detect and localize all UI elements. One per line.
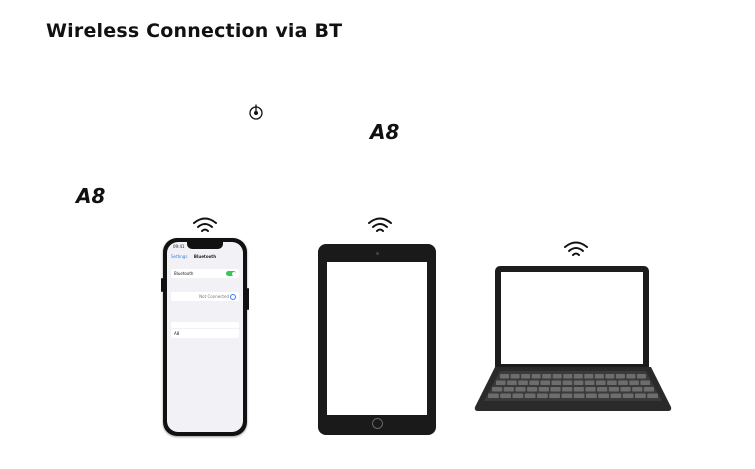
laptop-lid — [495, 266, 649, 370]
tablet — [318, 244, 436, 435]
laptop-key — [515, 387, 525, 392]
laptop-key — [637, 374, 646, 379]
laptop-key — [623, 394, 634, 399]
laptop-key — [632, 387, 642, 392]
laptop-key — [596, 381, 606, 386]
blank-row — [171, 322, 239, 328]
laptop-key — [563, 374, 572, 379]
my-device-row[interactable]: Not Connected — [171, 292, 239, 301]
laptop-key — [586, 394, 597, 399]
bluetooth-toggle-row[interactable]: Bluetooth — [171, 269, 239, 278]
wifi-signal-icon — [563, 240, 589, 260]
laptop-key — [574, 374, 583, 379]
laptop-key — [647, 394, 658, 399]
laptop-key — [488, 394, 499, 399]
laptop-key — [500, 374, 509, 379]
laptop-key — [537, 394, 548, 399]
phone-volume-button — [161, 278, 163, 292]
laptop-key — [620, 387, 630, 392]
laptop-key — [532, 374, 541, 379]
laptop-key — [500, 394, 511, 399]
laptop-key — [521, 374, 530, 379]
bluetooth-row-label: Bluetooth — [174, 271, 193, 276]
laptop-key — [540, 381, 550, 386]
laptop-key — [611, 394, 622, 399]
tablet-screen — [327, 262, 427, 415]
laptop-key — [616, 374, 625, 379]
laptop-key — [562, 387, 572, 392]
laptop-key — [563, 381, 573, 386]
laptop-key — [635, 394, 646, 399]
laptop-key — [513, 394, 524, 399]
laptop-key — [644, 387, 654, 392]
laptop-key — [529, 381, 539, 386]
phone-side-button — [247, 288, 249, 310]
laptop-key — [574, 387, 584, 392]
wifi-signal-icon — [367, 216, 393, 236]
tablet-camera — [376, 252, 379, 255]
laptop-key — [598, 394, 609, 399]
laptop-key — [597, 387, 607, 392]
laptop-key — [574, 381, 584, 386]
phone-nav-title: Bluetooth — [171, 254, 239, 259]
power-button-icon — [248, 104, 264, 120]
connection-status: Not Connected — [199, 294, 229, 299]
laptop-key — [492, 387, 502, 392]
laptop-key — [496, 381, 506, 386]
laptop-key — [504, 387, 514, 392]
laptop-key — [585, 381, 595, 386]
laptop-key — [553, 374, 562, 379]
phone-notch — [187, 242, 223, 249]
laptop-key — [562, 394, 573, 399]
laptop-key — [507, 381, 517, 386]
page-title: Wireless Connection via BT — [46, 20, 342, 42]
laptop-key — [605, 374, 614, 379]
laptop-key — [525, 394, 536, 399]
laptop-key — [518, 381, 528, 386]
smartphone: 09:41 Settings Bluetooth Bluetooth Not C… — [163, 238, 247, 436]
laptop-key — [550, 387, 560, 392]
laptop-key — [607, 381, 617, 386]
model-label-primary: A8 — [370, 120, 399, 144]
laptop-key — [595, 374, 604, 379]
phone-nav-bar: Settings Bluetooth — [171, 254, 239, 262]
laptop-key — [584, 374, 593, 379]
laptop-screen — [501, 272, 643, 364]
laptop-key — [640, 381, 650, 386]
laptop-key — [629, 381, 639, 386]
laptop-key — [626, 374, 635, 379]
info-circle-icon[interactable] — [230, 294, 236, 300]
model-label-secondary: A8 — [76, 184, 105, 208]
laptop-key — [549, 394, 560, 399]
laptop-key — [527, 387, 537, 392]
laptop-keyboard-base — [474, 367, 672, 413]
laptop-key — [618, 381, 628, 386]
laptop-key — [585, 387, 595, 392]
phone-screen: 09:41 Settings Bluetooth Bluetooth Not C… — [167, 242, 243, 432]
laptop-key — [552, 381, 562, 386]
laptop-key — [539, 387, 549, 392]
wifi-signal-icon — [192, 216, 218, 236]
tablet-home-button — [372, 418, 383, 429]
bluetooth-toggle[interactable] — [226, 271, 236, 276]
phone-status-time: 09:41 — [173, 244, 185, 249]
laptop-key — [542, 374, 551, 379]
available-device-name: A8 — [174, 331, 179, 336]
laptop-key — [609, 387, 619, 392]
available-device-row[interactable]: A8 — [171, 329, 239, 338]
laptop-key — [511, 374, 520, 379]
laptop-key — [574, 394, 585, 399]
